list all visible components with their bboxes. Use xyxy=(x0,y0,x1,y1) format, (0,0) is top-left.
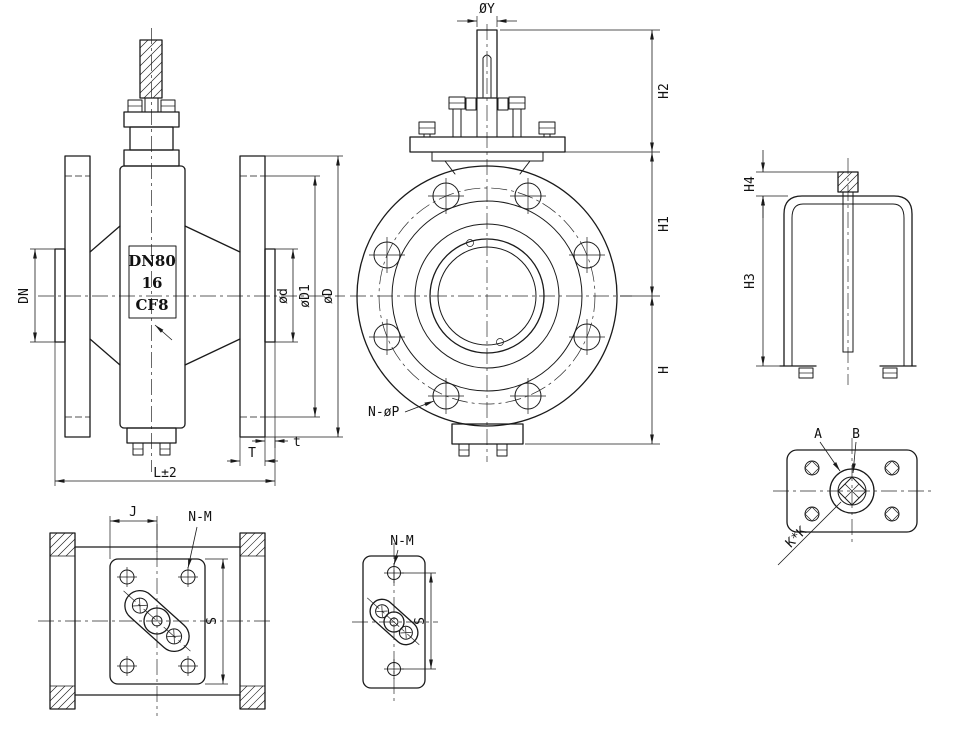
side-view: DN80 16 CF8 DN ød xyxy=(17,28,345,486)
top-view-side: N-M S xyxy=(352,534,438,702)
dim-label-nm: N-M xyxy=(188,510,212,525)
label-a: A xyxy=(814,427,822,442)
dim-label-h2: H2 xyxy=(657,83,672,99)
top-view-dimensions: J N-M S xyxy=(109,505,228,685)
bracket-stem xyxy=(837,171,859,353)
dim-label-D: øD xyxy=(321,288,336,304)
bracket-dimensions: H4 H3 xyxy=(743,150,838,367)
flow-arrow xyxy=(154,324,173,341)
dim-label-T: T xyxy=(248,446,256,461)
flange-face xyxy=(356,165,618,427)
top-view-gland xyxy=(123,589,191,653)
dim-label-t: t xyxy=(293,435,301,450)
stem-head-view: A B K*K xyxy=(773,427,931,566)
nameplate-rating: 16 xyxy=(142,274,163,292)
dim-label-nm-small: N-M xyxy=(390,534,414,549)
top-view-body xyxy=(49,532,266,710)
top-view-centerlines xyxy=(38,524,272,716)
top-view-side-dimensions: N-M S xyxy=(390,534,436,670)
stem-head-plate xyxy=(786,449,918,533)
top-view-side-gland xyxy=(367,597,421,647)
stem-head-labels: A B K*K xyxy=(777,427,860,566)
top-view: J N-M S xyxy=(38,505,272,716)
drain-boss xyxy=(126,427,177,456)
dim-label-d: ød xyxy=(276,288,291,304)
top-view-side-centerlines xyxy=(352,543,438,702)
side-view-dimensions: DN ød øD1 øD t T xyxy=(17,155,343,486)
dim-label-h3: H3 xyxy=(743,273,758,289)
valve-stem-section xyxy=(139,39,163,113)
mounting-plate-front xyxy=(409,96,566,175)
dim-label-h1: H1 xyxy=(657,216,672,232)
front-view-dimensions: ØY H2 H1 H N-øP xyxy=(368,2,672,445)
front-view: ØY H2 H1 H N-øP xyxy=(350,2,672,462)
side-view-centerlines xyxy=(38,28,345,472)
dim-label-length: L±2 xyxy=(153,466,176,481)
left-flange xyxy=(54,155,91,438)
bolt-holes xyxy=(369,178,605,414)
dim-label-j: J xyxy=(129,505,137,520)
dim-label-s: S xyxy=(205,617,220,625)
dim-label-dn: DN xyxy=(17,288,32,304)
front-view-centerlines xyxy=(350,24,632,462)
dim-label-h4: H4 xyxy=(743,176,758,192)
label-b: B xyxy=(852,427,860,442)
top-view-pad-bolts xyxy=(117,567,198,676)
right-flange xyxy=(239,155,276,438)
bracket-yoke xyxy=(779,195,917,379)
dim-label-d1: øD1 xyxy=(298,284,313,307)
dim-label-stem: ØY xyxy=(479,2,495,17)
bottom-foot-front xyxy=(451,423,524,457)
bracket-view: H4 H3 xyxy=(743,150,917,385)
stem-head-bolts xyxy=(804,460,900,522)
nameplate-material: CF8 xyxy=(135,296,168,314)
dim-label-s-small: S xyxy=(413,617,428,625)
stem-front xyxy=(465,29,509,138)
nameplate: DN80 16 CF8 xyxy=(128,245,177,319)
dim-label-bolt-holes: N-øP xyxy=(368,405,399,420)
dim-label-square: K*K xyxy=(783,524,810,551)
nameplate-size: DN80 xyxy=(128,252,176,270)
dim-label-h: H xyxy=(657,366,672,374)
